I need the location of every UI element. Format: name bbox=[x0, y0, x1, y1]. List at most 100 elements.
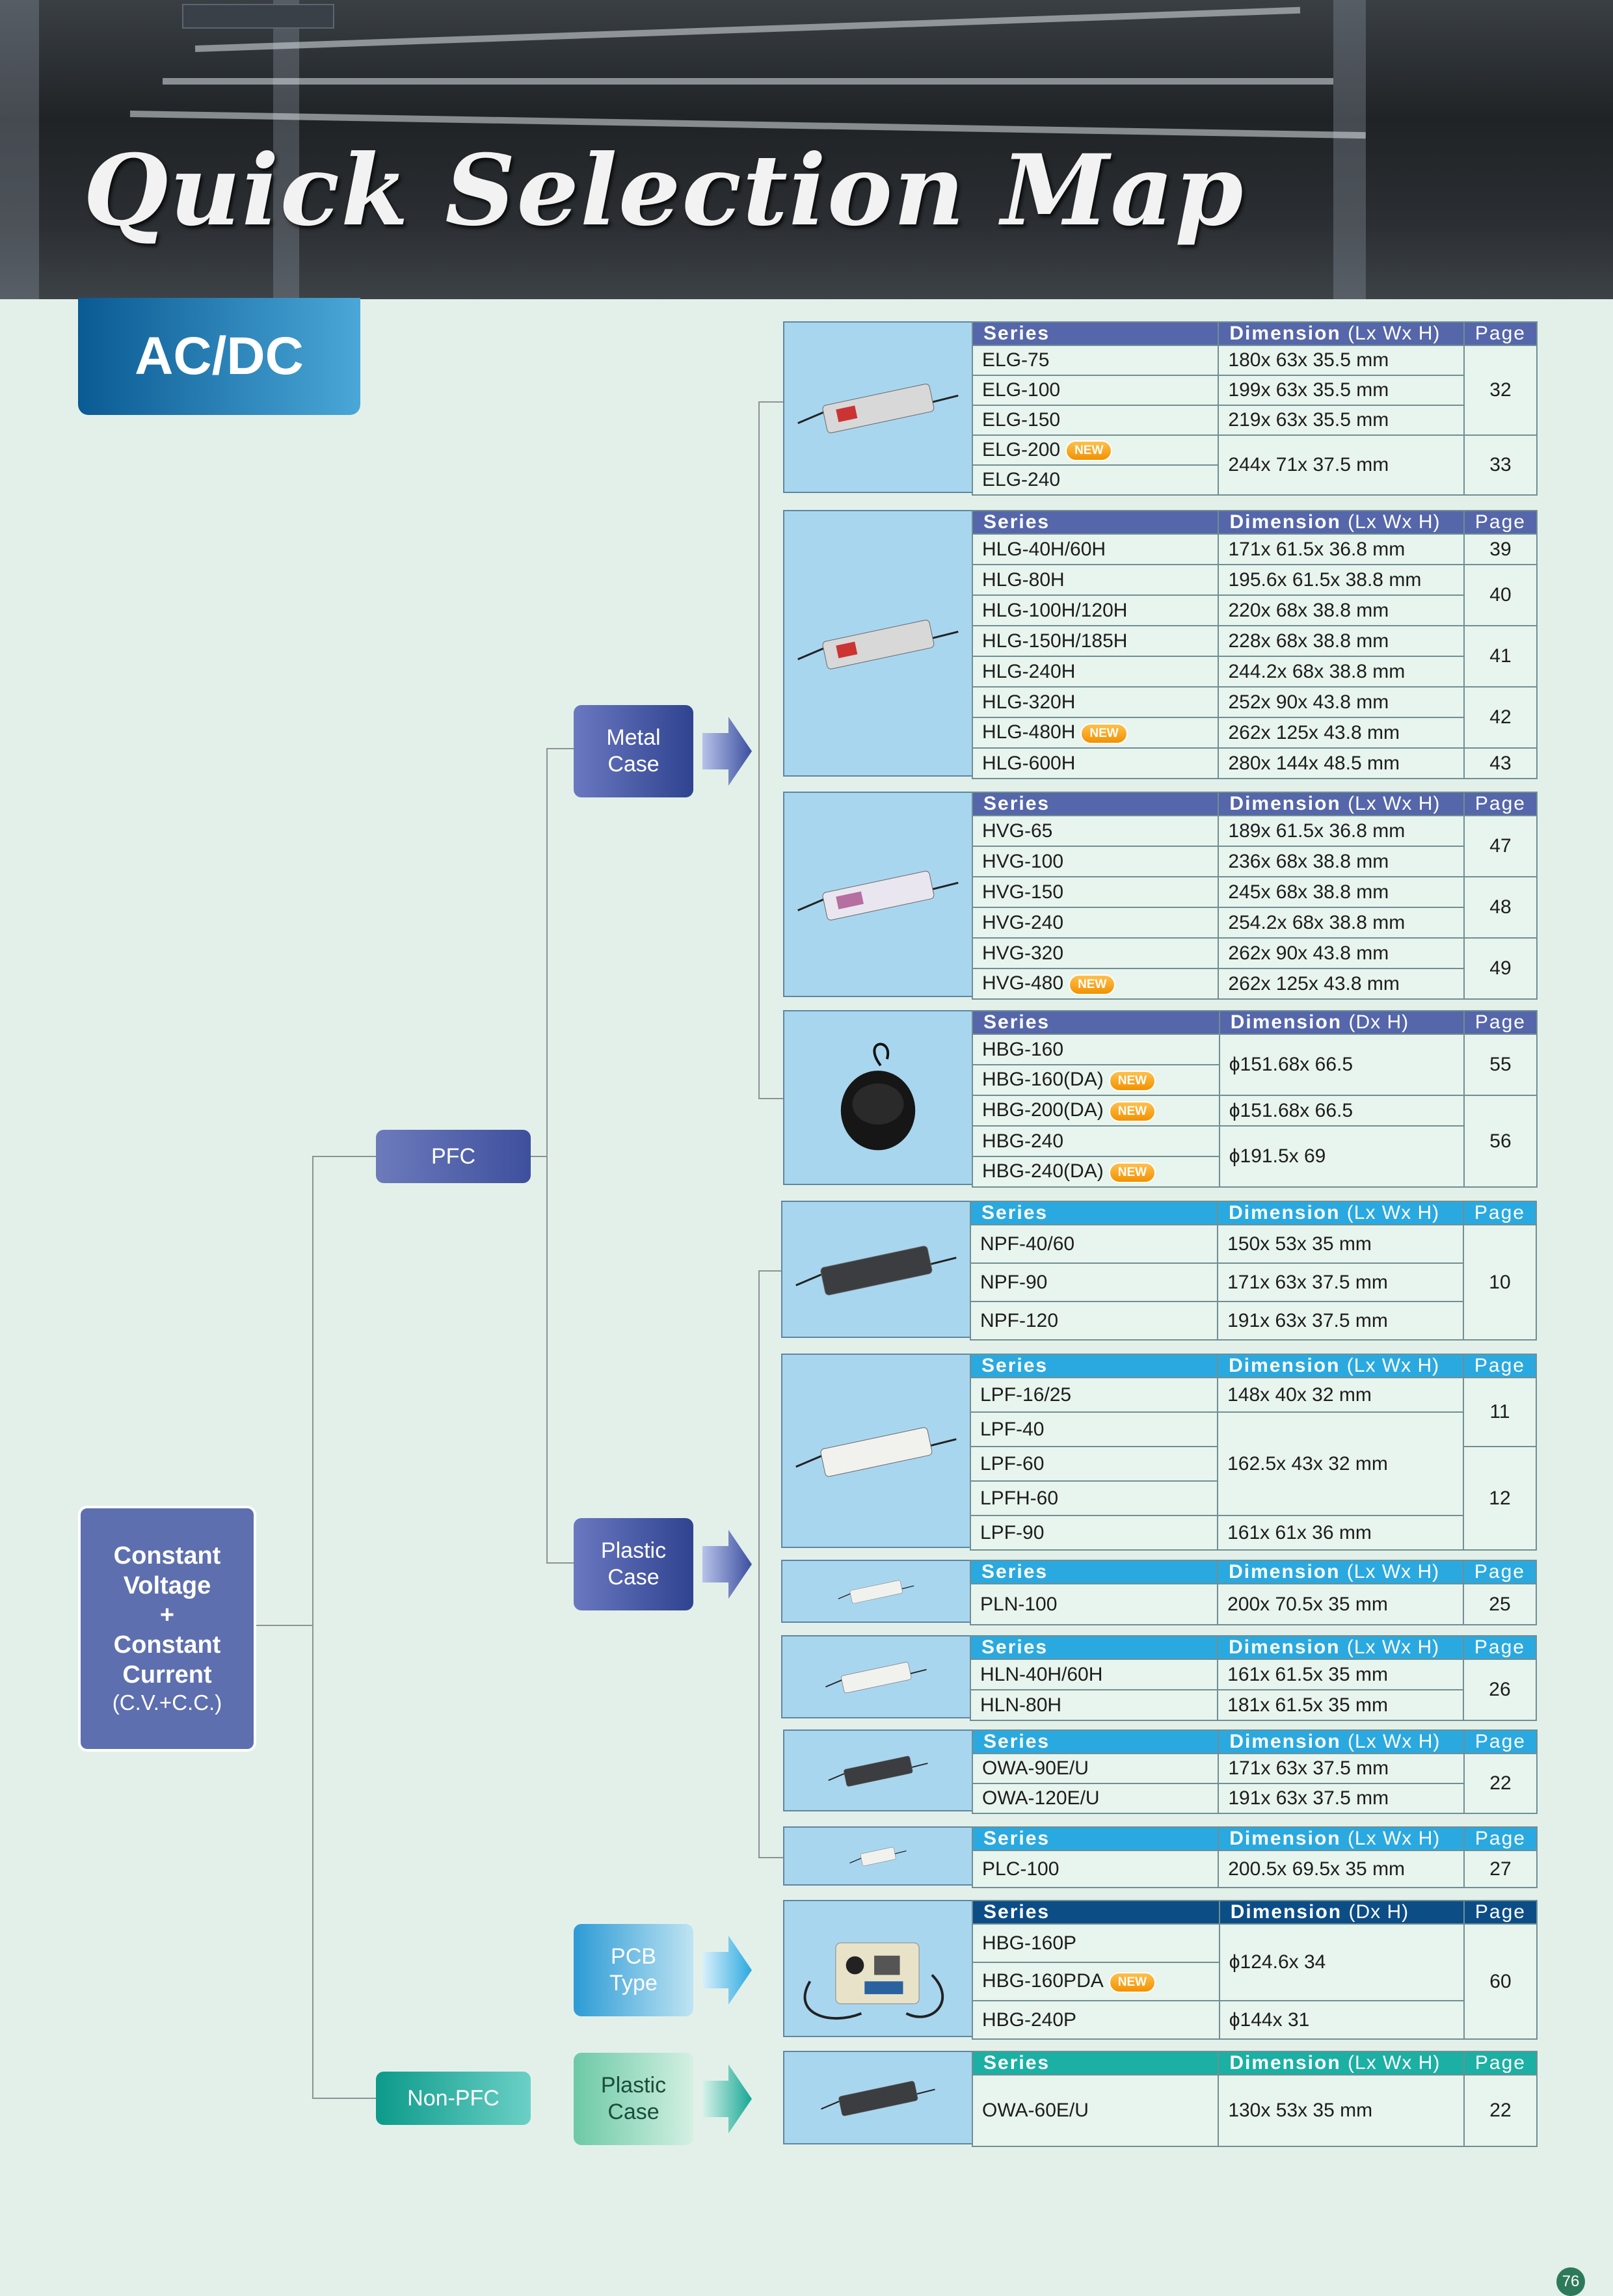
header-dimension: Dimension (Lx Wx H) bbox=[1218, 510, 1465, 535]
series-name: HLG-80H bbox=[982, 568, 1065, 591]
series-cell: HLG-80H bbox=[971, 564, 1220, 596]
series-name: ELG-75 bbox=[982, 349, 1050, 371]
page-cell: 39 bbox=[1463, 533, 1538, 565]
product-image bbox=[783, 1729, 973, 1811]
header-series: Series bbox=[971, 2051, 1220, 2076]
header-dimension-label: Dimension bbox=[1229, 1355, 1340, 1376]
series-cell: PLC-100 bbox=[971, 1850, 1220, 1888]
dimension-cell: 200x 70.5x 35 mm bbox=[1217, 1583, 1464, 1625]
header-series: Series bbox=[971, 792, 1220, 816]
dimension-cell: 200.5x 69.5x 35 mm bbox=[1218, 1850, 1465, 1888]
series-name: ELG-100 bbox=[982, 379, 1061, 401]
dimension-cell: ϕ151.68x 66.5 bbox=[1218, 1034, 1465, 1096]
series-name: HLN-80H bbox=[980, 1694, 1062, 1716]
connector-line bbox=[312, 2098, 377, 2099]
series-cell: HBG-240P bbox=[972, 2000, 1220, 2040]
header-dimension-label: Dimension bbox=[1229, 1731, 1341, 1752]
header-page: Page bbox=[1462, 1201, 1538, 1225]
product-image bbox=[783, 2051, 973, 2144]
banner-light bbox=[163, 78, 1333, 85]
header-dimension-label: Dimension bbox=[1229, 1828, 1341, 1849]
series-name: PLC-100 bbox=[982, 1858, 1060, 1880]
page-cell: 32 bbox=[1463, 345, 1538, 436]
series-name: HBG-200(DA) bbox=[982, 1099, 1104, 1121]
page-cell: 42 bbox=[1463, 686, 1538, 749]
series-name: LPF-60 bbox=[980, 1452, 1045, 1475]
dimension-cell: 171x 63x 37.5 mm bbox=[1217, 1262, 1464, 1302]
node-line: Plastic bbox=[600, 1538, 667, 1564]
header-dimension-label: Dimension bbox=[1229, 1636, 1340, 1658]
dimension-cell: 244.2x 68x 38.8 mm bbox=[1218, 656, 1465, 687]
pcb-type-node: PCB Type bbox=[574, 1924, 693, 2016]
series-name: ELG-240 bbox=[982, 469, 1061, 490]
header-dimension: Dimension (Lx Wx H) bbox=[1218, 792, 1465, 816]
power-supply-product-icon bbox=[828, 1755, 928, 1787]
series-cell: HVG-320 bbox=[971, 937, 1220, 969]
header-series: Series bbox=[972, 1900, 1220, 1925]
dimension-cell: 161x 61.5x 35 mm bbox=[1217, 1659, 1464, 1690]
dimension-cell: 171x 63x 37.5 mm bbox=[1218, 1753, 1465, 1784]
dimension-cell: ϕ191.5x 69 bbox=[1218, 1125, 1465, 1188]
connector-line bbox=[546, 1562, 575, 1564]
new-badge: NEW bbox=[1108, 1070, 1156, 1091]
banner-pillar bbox=[273, 0, 299, 299]
arrow-right-icon bbox=[702, 717, 752, 786]
series-name: HBG-160P bbox=[982, 1932, 1077, 1954]
series-cell: HLN-40H/60H bbox=[969, 1659, 1219, 1690]
root-line: Current bbox=[122, 1661, 212, 1689]
banner-light bbox=[194, 7, 1301, 52]
dimension-cell: 191x 63x 37.5 mm bbox=[1217, 1301, 1464, 1341]
series-name: LPF-90 bbox=[980, 1521, 1045, 1543]
page-cell: 11 bbox=[1462, 1377, 1538, 1447]
power-supply-product-icon bbox=[795, 1427, 957, 1477]
connector-line bbox=[758, 1098, 783, 1099]
header-page: Page bbox=[1463, 792, 1538, 816]
node-line: Type bbox=[609, 1971, 658, 1996]
page-cell: 55 bbox=[1463, 1034, 1538, 1096]
page-cell: 10 bbox=[1462, 1224, 1538, 1341]
series-cell: HLN-80H bbox=[969, 1689, 1219, 1721]
header-dimension-label: Dimension bbox=[1229, 323, 1341, 344]
header-series: Series bbox=[971, 1826, 1220, 1851]
header-dimension-unit: (Dx H) bbox=[1348, 1011, 1409, 1033]
series-name: HVG-240 bbox=[982, 911, 1064, 933]
connector-line bbox=[758, 1857, 783, 1858]
series-name: HBG-240(DA) bbox=[982, 1160, 1104, 1182]
dimension-cell: 220x 68x 38.8 mm bbox=[1218, 594, 1465, 626]
series-cell: HBG-240 bbox=[972, 1125, 1220, 1157]
series-name: HVG-480 bbox=[982, 972, 1064, 994]
dimension-cell: 195.6x 61.5x 38.8 mm bbox=[1218, 564, 1465, 596]
header-dimension-unit: (Lx Wx H) bbox=[1348, 511, 1441, 533]
dimension-cell: 236x 68x 38.8 mm bbox=[1218, 846, 1465, 877]
node-line: Case bbox=[607, 2100, 660, 2124]
series-cell: ELG-75 bbox=[971, 345, 1220, 376]
series-cell: HVG-150 bbox=[971, 876, 1220, 908]
series-cell: HBG-160(DA)NEW bbox=[972, 1064, 1220, 1096]
series-cell: ELG-240 bbox=[971, 464, 1220, 496]
dimension-cell: 189x 61.5x 36.8 mm bbox=[1218, 815, 1465, 847]
